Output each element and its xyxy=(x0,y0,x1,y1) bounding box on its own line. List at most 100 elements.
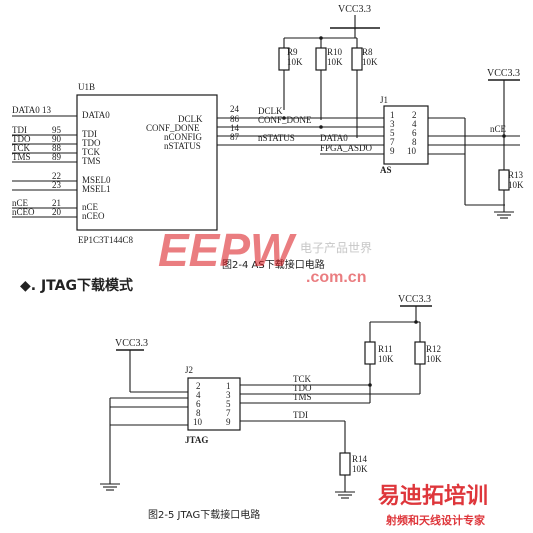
pin-num-89: 89 xyxy=(52,152,62,162)
pin-num-24: 24 xyxy=(230,104,240,114)
net-tms-left: TMS xyxy=(12,152,31,162)
j2-pin-3: 3 xyxy=(226,390,231,400)
j2-pin-6: 6 xyxy=(196,399,201,409)
vcc-right-label: VCC3.3 xyxy=(487,68,520,79)
net-tdi: TDI xyxy=(293,410,308,420)
r12-value: 10K xyxy=(426,354,442,364)
r13-ref: R13 xyxy=(508,170,524,180)
j1-ref: J1 xyxy=(380,95,388,105)
j2-pin-9: 9 xyxy=(226,417,231,427)
r11-value: 10K xyxy=(378,354,394,364)
resistor-r8 xyxy=(351,47,363,71)
ground-symbol-3 xyxy=(335,491,355,499)
pin-num-86: 86 xyxy=(230,114,240,124)
j2-pin-10: 10 xyxy=(193,417,203,427)
edu-tagline: 射频和天线设计专家 xyxy=(385,513,486,527)
u1-ref: U1B xyxy=(78,82,95,92)
pin-num-20: 20 xyxy=(52,207,62,217)
j1-pin-9: 9 xyxy=(390,146,395,156)
vcc-left-label: VCC3.3 xyxy=(115,338,148,349)
edu-watermark: 易迪拓培训 射频和天线设计专家 xyxy=(378,483,488,527)
pin-num-14: 14 xyxy=(230,123,240,133)
caption-fig-2-4: 图2-4 AS下载接口电路 xyxy=(222,258,325,271)
u1-pin-nce: nCE xyxy=(82,202,99,212)
section-heading-jtag: ◆. JTAG下载模式 xyxy=(20,277,133,294)
eepw-url-text: .com.cn xyxy=(306,269,366,286)
pin-num-88: 88 xyxy=(52,143,62,153)
r9-ref: R9 xyxy=(287,47,298,57)
pin-num-95: 95 xyxy=(52,125,62,135)
u1-pin-nstatus: nSTATUS xyxy=(164,141,201,151)
vcc-right2-label: VCC3.3 xyxy=(398,294,431,305)
r13-value: 10K xyxy=(508,180,524,190)
r9-value: 10K xyxy=(287,57,303,67)
net-tdi-left: TDI xyxy=(12,125,27,135)
j2-pin-1: 1 xyxy=(226,381,231,391)
eepw-logo-text: EEPW xyxy=(158,224,297,276)
net-nstatus: nSTATUS xyxy=(258,133,295,143)
r10-value: 10K xyxy=(327,57,343,67)
resistor-r14 xyxy=(339,452,351,476)
j1-pin-4: 4 xyxy=(412,119,417,129)
u1-pin-dclk: DCLK xyxy=(178,114,203,124)
resistor-r11 xyxy=(364,341,376,365)
resistor-r12 xyxy=(414,341,426,365)
j2-pin-8: 8 xyxy=(196,408,201,418)
u1-pin-nconfig: nCONFIG xyxy=(164,132,203,142)
net-tdo-left: TDO xyxy=(12,134,31,144)
r8-ref: R8 xyxy=(362,47,373,57)
pin-num-87: 87 xyxy=(230,132,240,142)
net-tck-left: TCK xyxy=(12,143,31,153)
vcc-top-label: VCC3.3 xyxy=(338,4,371,15)
net-data0-left: DATA0 13 xyxy=(12,105,52,115)
u1-part: EP1C3T144C8 xyxy=(78,235,134,245)
u1-pin-tck: TCK xyxy=(82,147,101,157)
r10-ref: R10 xyxy=(327,47,343,57)
jtag-download-circuit: VCC3.3 J2 JTAG 2 4 6 8 10 1 3 5 7 9 TCK xyxy=(100,294,442,521)
edu-logo-text: 易迪拓培训 xyxy=(378,483,488,509)
r14-value: 10K xyxy=(352,464,368,474)
j1-pin-8: 8 xyxy=(412,137,417,147)
u1-pin-nceo: nCEO xyxy=(82,211,105,221)
j1-name: AS xyxy=(380,165,392,175)
j1-pin-5: 5 xyxy=(390,128,395,138)
eepw-cn-text: 电子产品世界 xyxy=(300,241,372,255)
j2-pin-4: 4 xyxy=(196,390,201,400)
net-tms: TMS xyxy=(293,392,312,402)
as-download-circuit: VCC3.3 R9 10K R10 10K R8 10K U1B EP1C3T1… xyxy=(12,4,524,271)
ground-symbol-1 xyxy=(494,211,514,219)
j2-connector xyxy=(187,377,241,431)
j1-pin-3: 3 xyxy=(390,119,395,129)
j1-pin-2: 2 xyxy=(412,110,417,120)
u1-pin-tdo: TDO xyxy=(82,138,101,148)
net-data0: DATA0 xyxy=(320,133,348,143)
j2-name: JTAG xyxy=(185,435,208,445)
j2-pin-2: 2 xyxy=(196,381,201,391)
net-nce-left: nCE xyxy=(12,198,29,208)
net-fpga-asdo: FPGA_ASDO xyxy=(320,143,373,153)
pin-num-23: 23 xyxy=(52,180,62,190)
u1-pin-tdi: TDI xyxy=(82,129,97,139)
u1-pin-tms: TMS xyxy=(82,156,101,166)
u1-pin-conf-done: CONF_DONE xyxy=(146,123,200,133)
u1-pin-msel0: MSEL0 xyxy=(82,175,111,185)
eepw-watermark: EEPW 电子产品世界 .com.cn xyxy=(158,224,372,286)
pin-num-90: 90 xyxy=(52,134,62,144)
j1-pin-6: 6 xyxy=(412,128,417,138)
j1-pin-10: 10 xyxy=(407,146,417,156)
j1-pin-7: 7 xyxy=(390,137,395,147)
pin-num-21: 21 xyxy=(52,198,61,208)
r11-ref: R11 xyxy=(378,344,393,354)
u1-pin-data0: DATA0 xyxy=(82,110,110,120)
r8-value: 10K xyxy=(362,57,378,67)
j2-pin-7: 7 xyxy=(226,408,231,418)
r12-ref: R12 xyxy=(426,344,441,354)
u1-pin-msel1: MSEL1 xyxy=(82,184,111,194)
net-nceo-left: nCEO xyxy=(12,207,35,217)
net-dclk: DCLK xyxy=(258,106,283,116)
caption-fig-2-5: 图2-5 JTAG下载接口电路 xyxy=(148,508,260,521)
net-tck: TCK xyxy=(293,374,312,384)
net-conf-done: CONF_DONE xyxy=(258,115,312,125)
j1-pin-1: 1 xyxy=(390,110,395,120)
j2-ref: J2 xyxy=(185,365,193,375)
